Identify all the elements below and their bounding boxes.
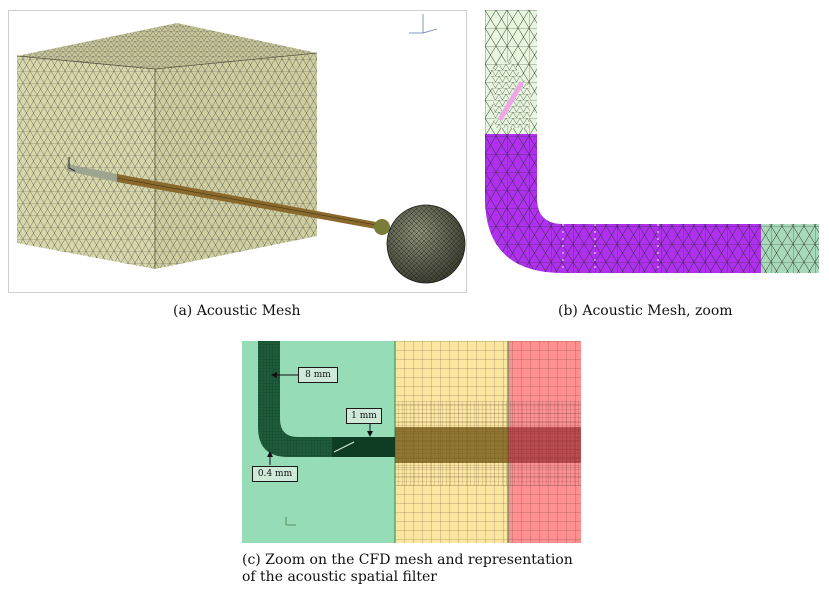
cfd-mesh-drawing: [242, 341, 581, 543]
acoustic-mesh-zoom-drawing: [485, 10, 819, 273]
caption-c-line1: (c) Zoom on the CFD mesh and representat…: [242, 552, 573, 568]
cfd-duct: [258, 341, 581, 463]
mesh-duct: [67, 157, 390, 235]
outlet-region: [761, 224, 819, 273]
label-0-4mm: 0.4 mm: [252, 466, 298, 482]
inlet-region: [485, 10, 537, 134]
caption-b: (b) Acoustic Mesh, zoom: [558, 303, 733, 319]
label-8mm: 8 mm: [298, 367, 338, 383]
acoustic-mesh-drawing: [16, 14, 466, 284]
acoustic-mesh-image: [8, 10, 467, 293]
label-1mm: 1 mm: [346, 408, 382, 424]
mesh-box: [16, 23, 318, 269]
caption-c-line2: of the acoustic spatial filter: [242, 569, 437, 585]
axis-triad-icon: [409, 14, 438, 34]
acoustic-mesh-zoom-image: [485, 10, 819, 293]
caption-a: (a) Acoustic Mesh: [173, 303, 301, 319]
purple-duct-region: [485, 134, 761, 273]
mesh-sphere: [386, 204, 466, 284]
axis-triad-icon: [285, 517, 296, 526]
cfd-mesh-image: 8 mm 1 mm 0.4 mm: [242, 341, 581, 543]
